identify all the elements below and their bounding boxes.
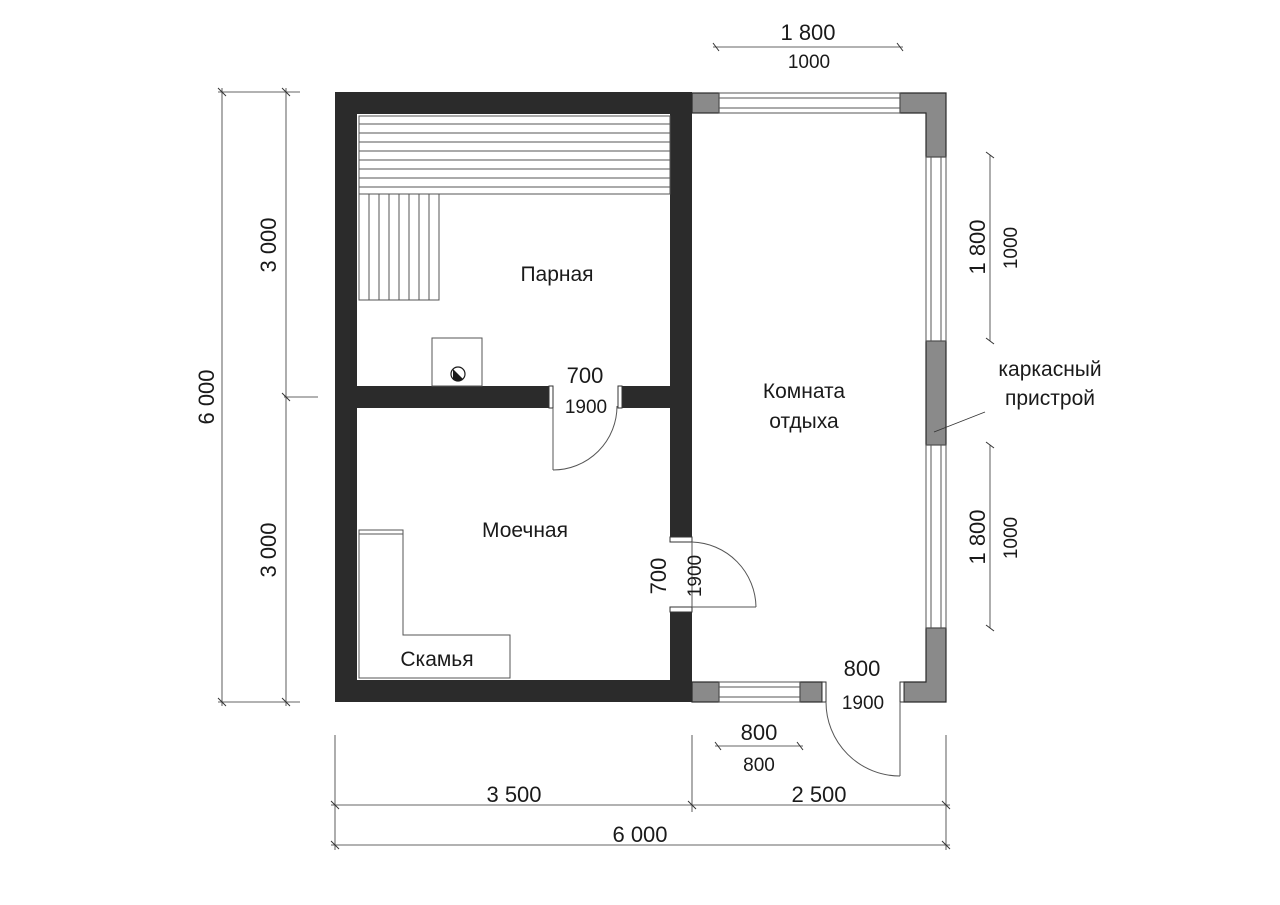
bench xyxy=(358,529,511,679)
room-label-steam: Парная xyxy=(520,263,593,286)
room-label-wash: Моечная xyxy=(482,519,568,542)
wash-door-height: 1900 xyxy=(685,555,706,597)
room-label-rest-line1: Комната xyxy=(763,380,846,403)
bench-label: Скамья xyxy=(400,648,473,671)
window-right-upper xyxy=(925,156,947,342)
bottom-window-height: 800 xyxy=(743,755,775,776)
room-label-rest-line2: отдыха xyxy=(769,410,839,433)
dimension-right-lower: 1 800 1000 xyxy=(965,441,1022,632)
frame-corner-top-right xyxy=(899,92,947,158)
left-total-dimension: 6 000 xyxy=(194,369,219,424)
wash-door-width: 700 xyxy=(646,558,671,595)
steam-room-door xyxy=(548,385,623,471)
stove xyxy=(431,337,483,387)
dimension-left: 6 000 3 000 3 000 xyxy=(194,87,318,707)
window-right-lower xyxy=(925,444,947,629)
dimension-right-upper: 1 800 1000 xyxy=(965,151,1022,345)
dimension-bottom-window: 800 800 xyxy=(714,720,804,776)
frame-annex-leader xyxy=(933,411,986,433)
stove-body xyxy=(431,337,483,387)
left-upper-dimension: 3 000 xyxy=(256,217,281,272)
top-window-height: 1000 xyxy=(788,52,830,73)
frame-post-bottom-left xyxy=(691,681,720,703)
left-lower-dimension: 3 000 xyxy=(256,522,281,577)
entry-door-width: 800 xyxy=(844,656,881,681)
walls xyxy=(335,92,692,702)
bottom-total-dimension: 6 000 xyxy=(612,822,667,847)
middle-wall-lower xyxy=(670,612,692,702)
doors xyxy=(548,385,905,777)
entry-door xyxy=(821,681,905,777)
frame-post-bottom-mid xyxy=(799,681,823,703)
bottom-window-width: 800 xyxy=(741,720,778,745)
window-bottom xyxy=(718,681,801,703)
steam-shelves xyxy=(358,115,671,301)
right-upper-window-width: 1 800 xyxy=(965,219,990,274)
frame-post-top-left xyxy=(691,92,720,114)
middle-wall-upper xyxy=(670,92,692,537)
right-upper-window-height: 1000 xyxy=(1001,227,1022,269)
bench-outline xyxy=(358,529,511,679)
entry-door-height: 1900 xyxy=(842,693,884,714)
upper-shelf xyxy=(358,115,671,195)
frame-corner-bottom-right xyxy=(903,627,947,703)
top-window-width: 1 800 xyxy=(780,20,835,45)
window-top xyxy=(718,92,901,114)
frame-pier-right xyxy=(925,340,947,446)
partition-left xyxy=(335,386,552,408)
dimension-bottom: 3 500 2 500 6 000 xyxy=(330,735,951,850)
steam-door-height: 1900 xyxy=(565,397,607,418)
dimension-top-window: 1 800 1000 xyxy=(712,20,904,73)
outer-wall-top xyxy=(335,92,692,114)
bottom-left-dimension: 3 500 xyxy=(486,782,541,807)
outer-wall-bottom xyxy=(335,680,692,702)
bottom-right-dimension: 2 500 xyxy=(791,782,846,807)
wash-room-door xyxy=(669,536,757,613)
windows xyxy=(718,92,947,703)
right-lower-window-height: 1000 xyxy=(1001,517,1022,559)
partition-right xyxy=(622,386,692,408)
steam-door-width: 700 xyxy=(567,363,604,388)
right-lower-window-width: 1 800 xyxy=(965,509,990,564)
frame-annex-label-line1: каркасный xyxy=(998,358,1101,381)
frame-annex-label-line2: пристрой xyxy=(1005,387,1095,410)
